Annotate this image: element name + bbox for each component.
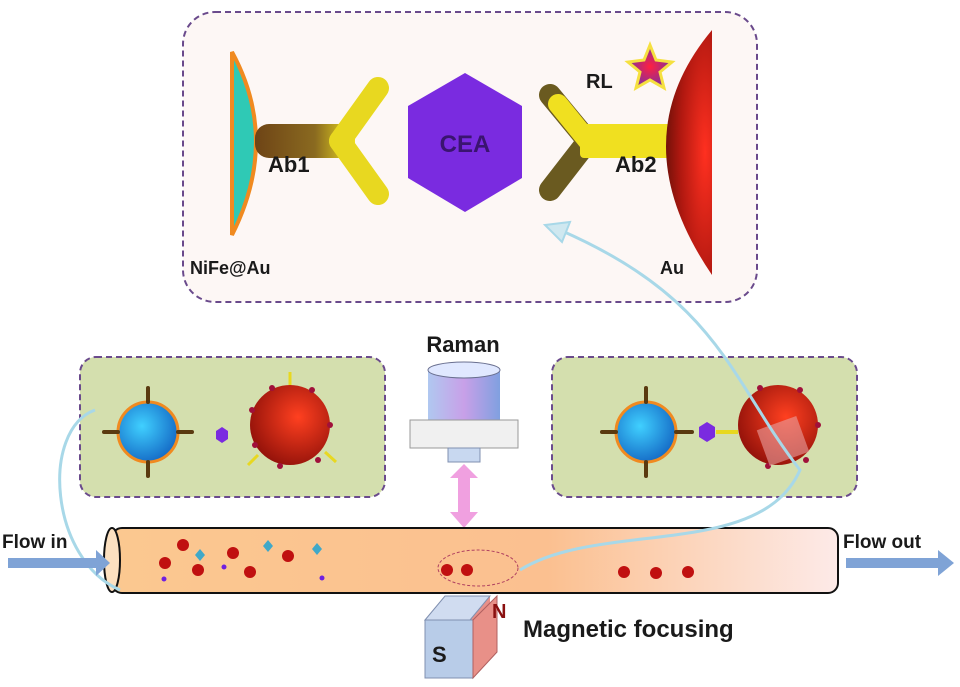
process-arrow: [519, 228, 802, 572]
ab1-antibody: [255, 77, 389, 205]
north-pole-label: N: [492, 601, 506, 623]
sandwich-complex-panel: NiFe@Au Ab1 CEA Ab2 RL Au: [182, 11, 758, 303]
nife-au-bead: [614, 400, 678, 464]
ab1-label: Ab1: [268, 152, 310, 177]
au-nanoparticle: [250, 385, 330, 465]
process-arrowhead: [542, 220, 572, 244]
au-label: Au: [660, 258, 684, 278]
ab2-label: Ab2: [615, 152, 657, 177]
magnet: N S: [423, 594, 506, 680]
cea-label: CEA: [440, 131, 491, 158]
flow-out-label: Flow out: [843, 532, 922, 553]
flow-channel: [103, 527, 839, 594]
raman-objective: Raman: [409, 332, 519, 528]
focus-zone: [437, 549, 519, 587]
after-capture-panel: [551, 356, 858, 498]
flow-in-label: Flow in: [2, 532, 67, 553]
ab2-antibody: [539, 84, 685, 201]
before-capture-panel: [79, 356, 386, 498]
magnetic-focusing-label: Magnetic focusing: [523, 616, 734, 643]
flow-out-arrow: [846, 550, 954, 576]
rl-label: RL: [586, 71, 613, 93]
au-particle-surface: [666, 30, 712, 275]
flow-in-arrow: [8, 550, 110, 576]
nife-au-bead: [116, 400, 180, 464]
raman-beam-arrow: [450, 464, 478, 528]
nife-au-label: NiFe@Au: [190, 258, 271, 278]
raman-label-star-icon: [624, 40, 676, 92]
raman-label: Raman: [426, 332, 499, 357]
south-pole-label: S: [432, 642, 447, 667]
cea-hexagon: [408, 73, 522, 212]
cea-molecule: [216, 427, 228, 443]
cea-molecule: [699, 422, 715, 442]
